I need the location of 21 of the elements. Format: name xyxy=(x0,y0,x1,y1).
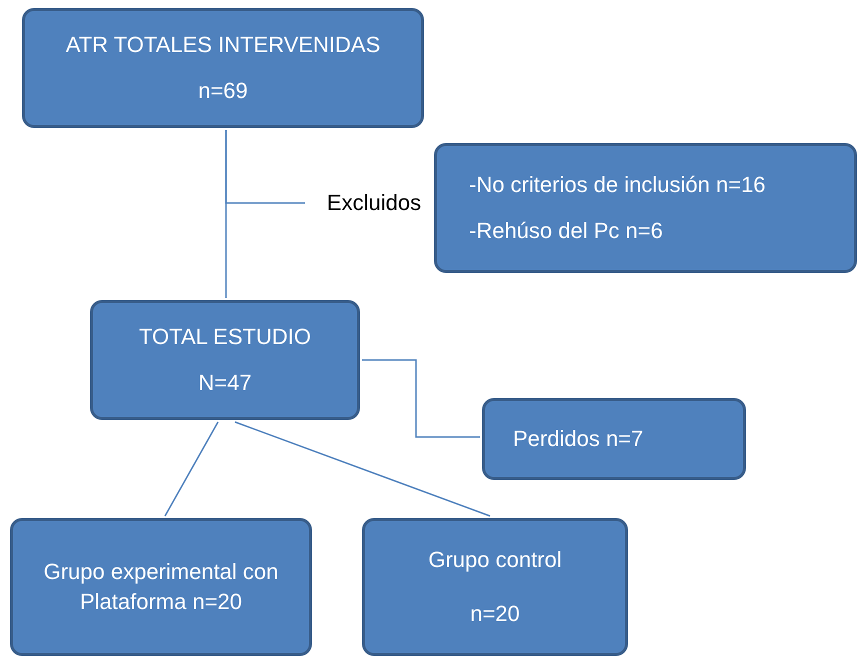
process-box xyxy=(482,398,746,480)
process-box xyxy=(434,143,857,273)
box-text: Perdidos n=7 xyxy=(513,425,644,453)
process-box xyxy=(362,518,628,656)
process-box xyxy=(90,300,360,420)
connector-line xyxy=(164,422,219,516)
box-text: Grupo control xyxy=(428,546,562,574)
connector-line xyxy=(362,359,480,438)
box-text: Grupo experimental con Plataforma n=20 xyxy=(42,558,280,616)
box-text: -Rehúso del Pc n=6 xyxy=(469,217,663,245)
process-box xyxy=(22,8,424,128)
box-text: n=20 xyxy=(470,600,520,628)
box-text: Excluidos xyxy=(326,189,422,217)
box-text: N=47 xyxy=(198,369,252,397)
process-box xyxy=(10,518,312,656)
connector-line xyxy=(234,421,490,517)
box-text: n=69 xyxy=(198,77,248,105)
connector-line xyxy=(225,130,305,204)
box-text: -No criterios de inclusión n=16 xyxy=(469,171,766,199)
box-text: TOTAL ESTUDIO xyxy=(139,323,311,351)
box-text: ATR TOTALES INTERVENIDAS xyxy=(66,31,380,59)
